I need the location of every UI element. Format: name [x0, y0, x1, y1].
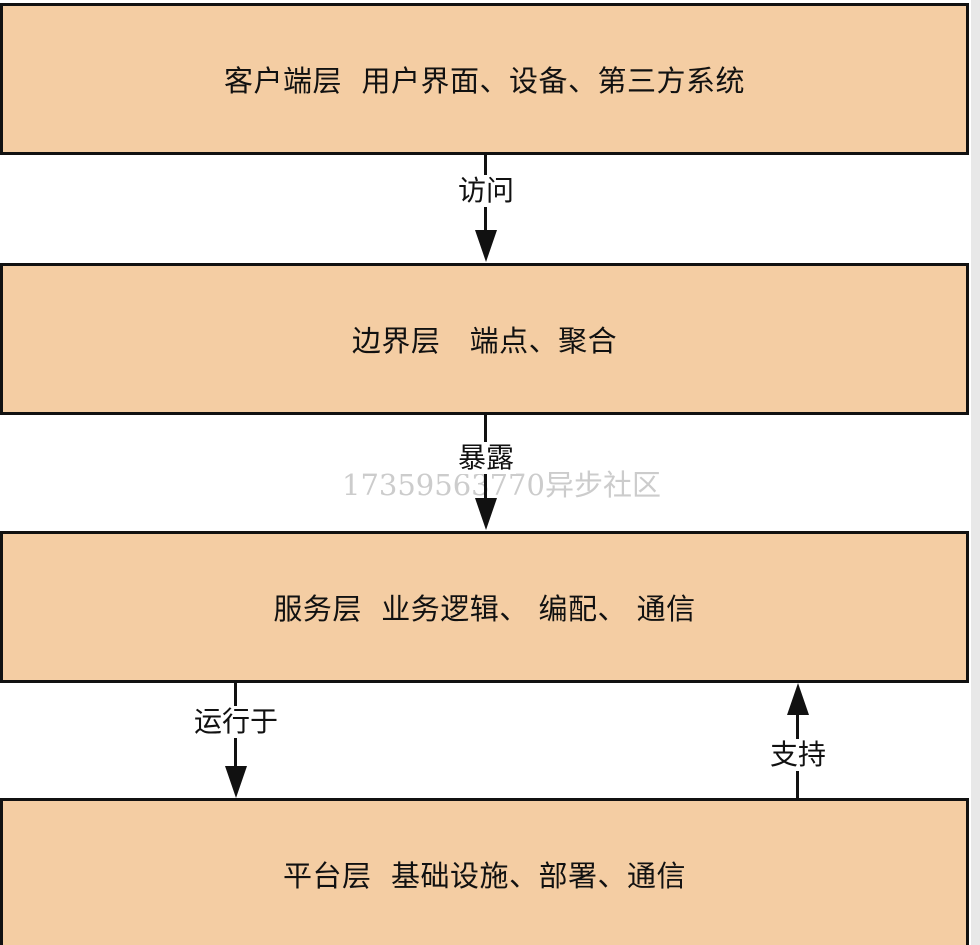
service-layer-label: 服务层 业务逻辑、 编配、 通信: [273, 592, 696, 626]
access-arrowhead: [475, 230, 497, 262]
platform-layer-box: 平台层 基础设施、部署、通信: [0, 798, 969, 945]
service-layer-box: 服务层 业务逻辑、 编配、 通信: [0, 531, 969, 683]
support-edge-label: 支持: [767, 738, 829, 771]
access-edge-label: 访问: [455, 174, 517, 207]
platform-layer-label: 平台层 基础设施、部署、通信: [283, 859, 686, 893]
boundary-layer-box: 边界层 端点、聚合: [0, 263, 969, 415]
expose-arrowhead: [475, 498, 497, 530]
runs-on-arrowhead: [225, 766, 247, 798]
expose-edge-label: 暴露: [455, 441, 517, 474]
client-layer-box: 客户端层 用户界面、设备、第三方系统: [0, 3, 969, 155]
support-arrowhead: [787, 683, 809, 715]
runs-on-edge-label: 运行于: [191, 705, 281, 738]
right-edge-strip: [971, 0, 980, 945]
boundary-layer-label: 边界层 端点、聚合: [351, 324, 618, 358]
client-layer-label: 客户端层 用户界面、设备、第三方系统: [224, 64, 745, 98]
